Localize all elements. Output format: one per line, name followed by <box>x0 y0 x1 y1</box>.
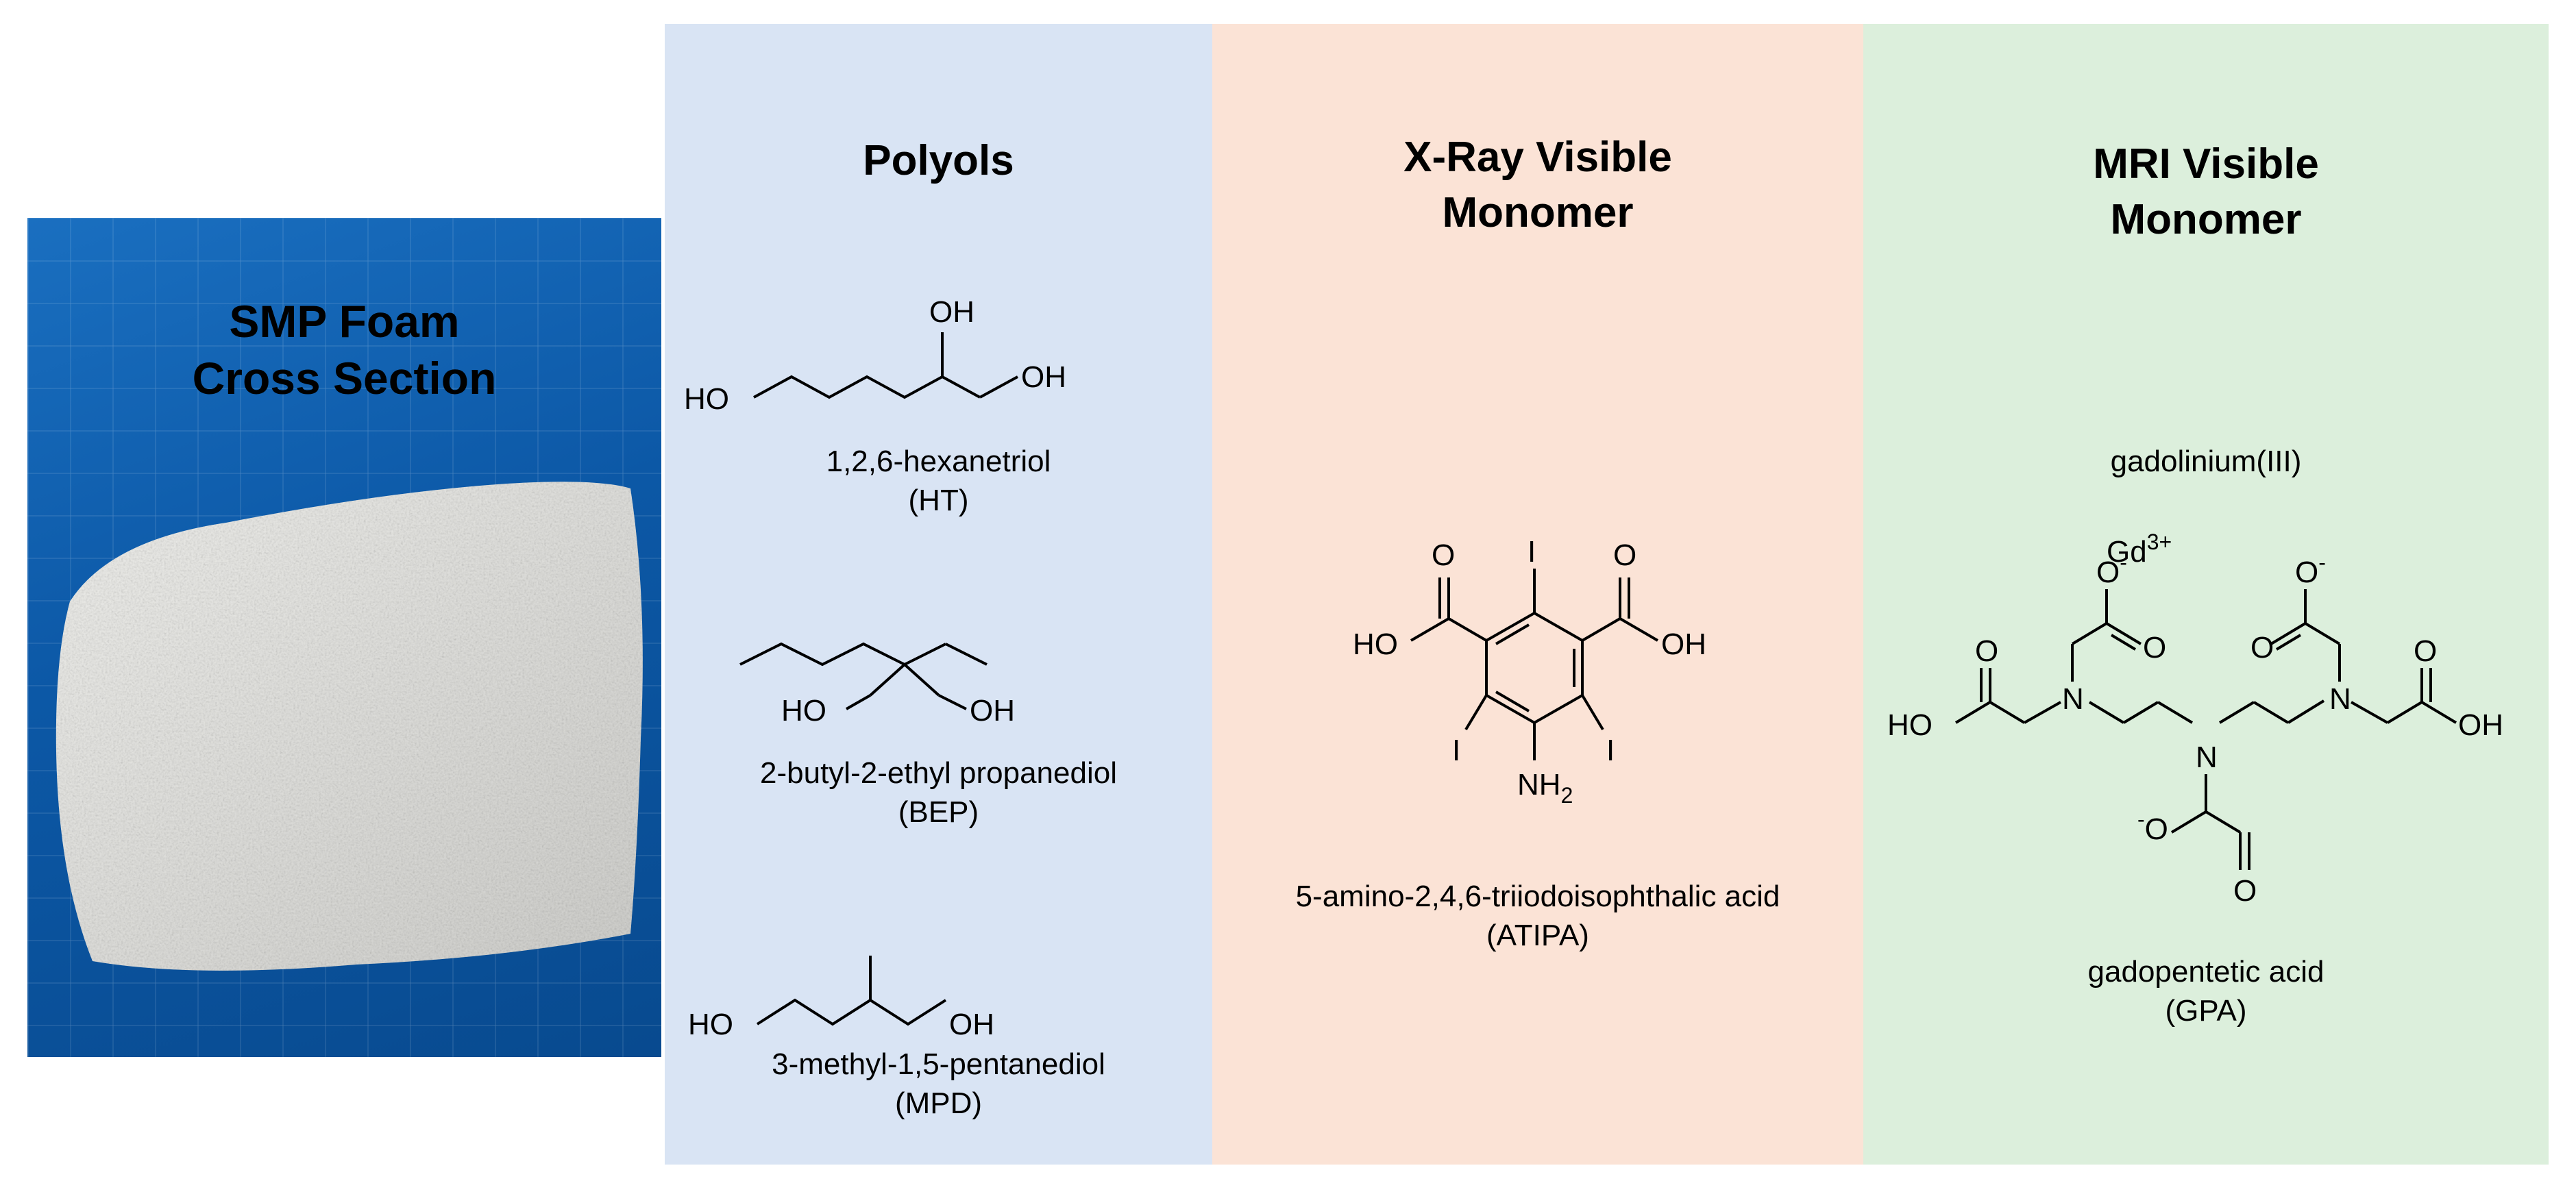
gpa-o-5: O <box>2233 874 2257 908</box>
mpd-name: 3-methyl-1,5-pentanediol <box>772 1047 1105 1081</box>
gpa-n-center: N <box>2196 741 2218 774</box>
atipa-i-right: I <box>1606 734 1615 767</box>
ht-oh-right-label: OH <box>1021 360 1066 394</box>
ht-abbr: (HT) <box>908 484 969 518</box>
ht-structure: HO OH OH <box>684 295 1066 416</box>
mri-title-line2: Monomer <box>2110 195 2302 243</box>
ht-label: 1,2,6-hexanetriol (HT) <box>665 442 1212 520</box>
atipa-name: 5-amino-2,4,6-triiodoisophthalic acid <box>1295 880 1780 913</box>
gadolinium-label: gadolinium(III) <box>2110 445 2302 478</box>
mpd-ho-label: HO <box>688 1008 733 1041</box>
xray-panel: X-Ray Visible Monomer I O HO O OH I I NH… <box>1212 24 1863 1165</box>
atipa-o-left: O <box>1432 538 1455 572</box>
gpa-abbr: (GPA) <box>2165 994 2247 1028</box>
bep-oh-label: OH <box>970 694 1015 728</box>
ht-name: 1,2,6-hexanetriol <box>826 445 1051 478</box>
mpd-abbr: (MPD) <box>894 1086 983 1121</box>
gpa-oh-label: OH <box>2458 708 2503 742</box>
mri-title-line1: MRI Visible <box>2093 140 2319 188</box>
bep-abbr: (BEP) <box>898 795 979 830</box>
gpa-o-minus-2: O- <box>2295 550 2326 589</box>
atipa-abbr: (ATIPA) <box>1486 919 1589 953</box>
gpa-o-1: O <box>2143 631 2166 664</box>
polyols-panel: Polyols HO OH OH 1,2,6-hexanetriol (HT) … <box>665 24 1212 1165</box>
atipa-o-right: O <box>1613 538 1636 572</box>
mpd-label: 3-methyl-1,5-pentanediol (MPD) <box>665 1045 1212 1123</box>
gpa-structure: Gd3+ N N N O- O O HO <box>1887 530 2503 908</box>
photo-title-line2: Cross Section <box>192 352 497 403</box>
foam-sample-image <box>56 482 643 971</box>
bep-structure: HO OH <box>739 642 1015 728</box>
atipa-label: 5-amino-2,4,6-triiodoisophthalic acid (A… <box>1212 877 1863 955</box>
bep-ho-label: HO <box>781 694 826 728</box>
mpd-structure: HO OH <box>688 956 994 1041</box>
polyols-title: Polyols <box>863 137 1014 184</box>
mri-panel: MRI Visible Monomer gadolinium(III) Gd3+… <box>1863 24 2549 1165</box>
gpa-o-4: O <box>2414 634 2437 668</box>
xray-title-line2: Monomer <box>1442 188 1634 236</box>
atipa-structure: I O HO O OH I I NH2 <box>1353 535 1706 808</box>
gpa-o-2: O <box>1975 634 1998 668</box>
gpa-name: gadopentetic acid <box>2087 955 2324 989</box>
gpa-n-right: N <box>2329 682 2351 716</box>
bep-label: 2-butyl-2-ethyl propanediol (BEP) <box>665 754 1212 832</box>
foam-photo: SMP Foam Cross Section <box>27 218 661 1057</box>
xray-title: X-Ray Visible Monomer <box>1212 130 1863 240</box>
gpa-ho-label: HO <box>1887 708 1933 742</box>
ht-ho-label: HO <box>684 382 729 416</box>
mri-title: MRI Visible Monomer <box>1863 137 2549 247</box>
gpa-n-left: N <box>2062 682 2084 716</box>
gd-ion-label: Gd3+ <box>2107 530 2172 569</box>
photo-title: SMP Foam Cross Section <box>27 293 661 406</box>
gpa-o-minus-3: -O <box>2137 807 2168 846</box>
atipa-ho-label: HO <box>1353 627 1398 661</box>
gpa-o-3: O <box>2250 631 2274 664</box>
atipa-i-top: I <box>1528 535 1536 569</box>
gpa-label: gadopentetic acid (GPA) <box>1863 952 2549 1030</box>
atipa-i-left: I <box>1452 734 1460 767</box>
ht-oh-top-label: OH <box>929 295 974 329</box>
mpd-oh-label: OH <box>949 1008 994 1041</box>
bep-name: 2-butyl-2-ethyl propanediol <box>760 756 1117 790</box>
gpa-o-minus-1: O- <box>2096 550 2127 589</box>
photo-title-line1: SMP Foam <box>229 296 460 347</box>
atipa-nh2-label: NH2 <box>1517 768 1573 808</box>
xray-title-line1: X-Ray Visible <box>1403 134 1672 181</box>
atipa-oh-label: OH <box>1661 627 1706 661</box>
